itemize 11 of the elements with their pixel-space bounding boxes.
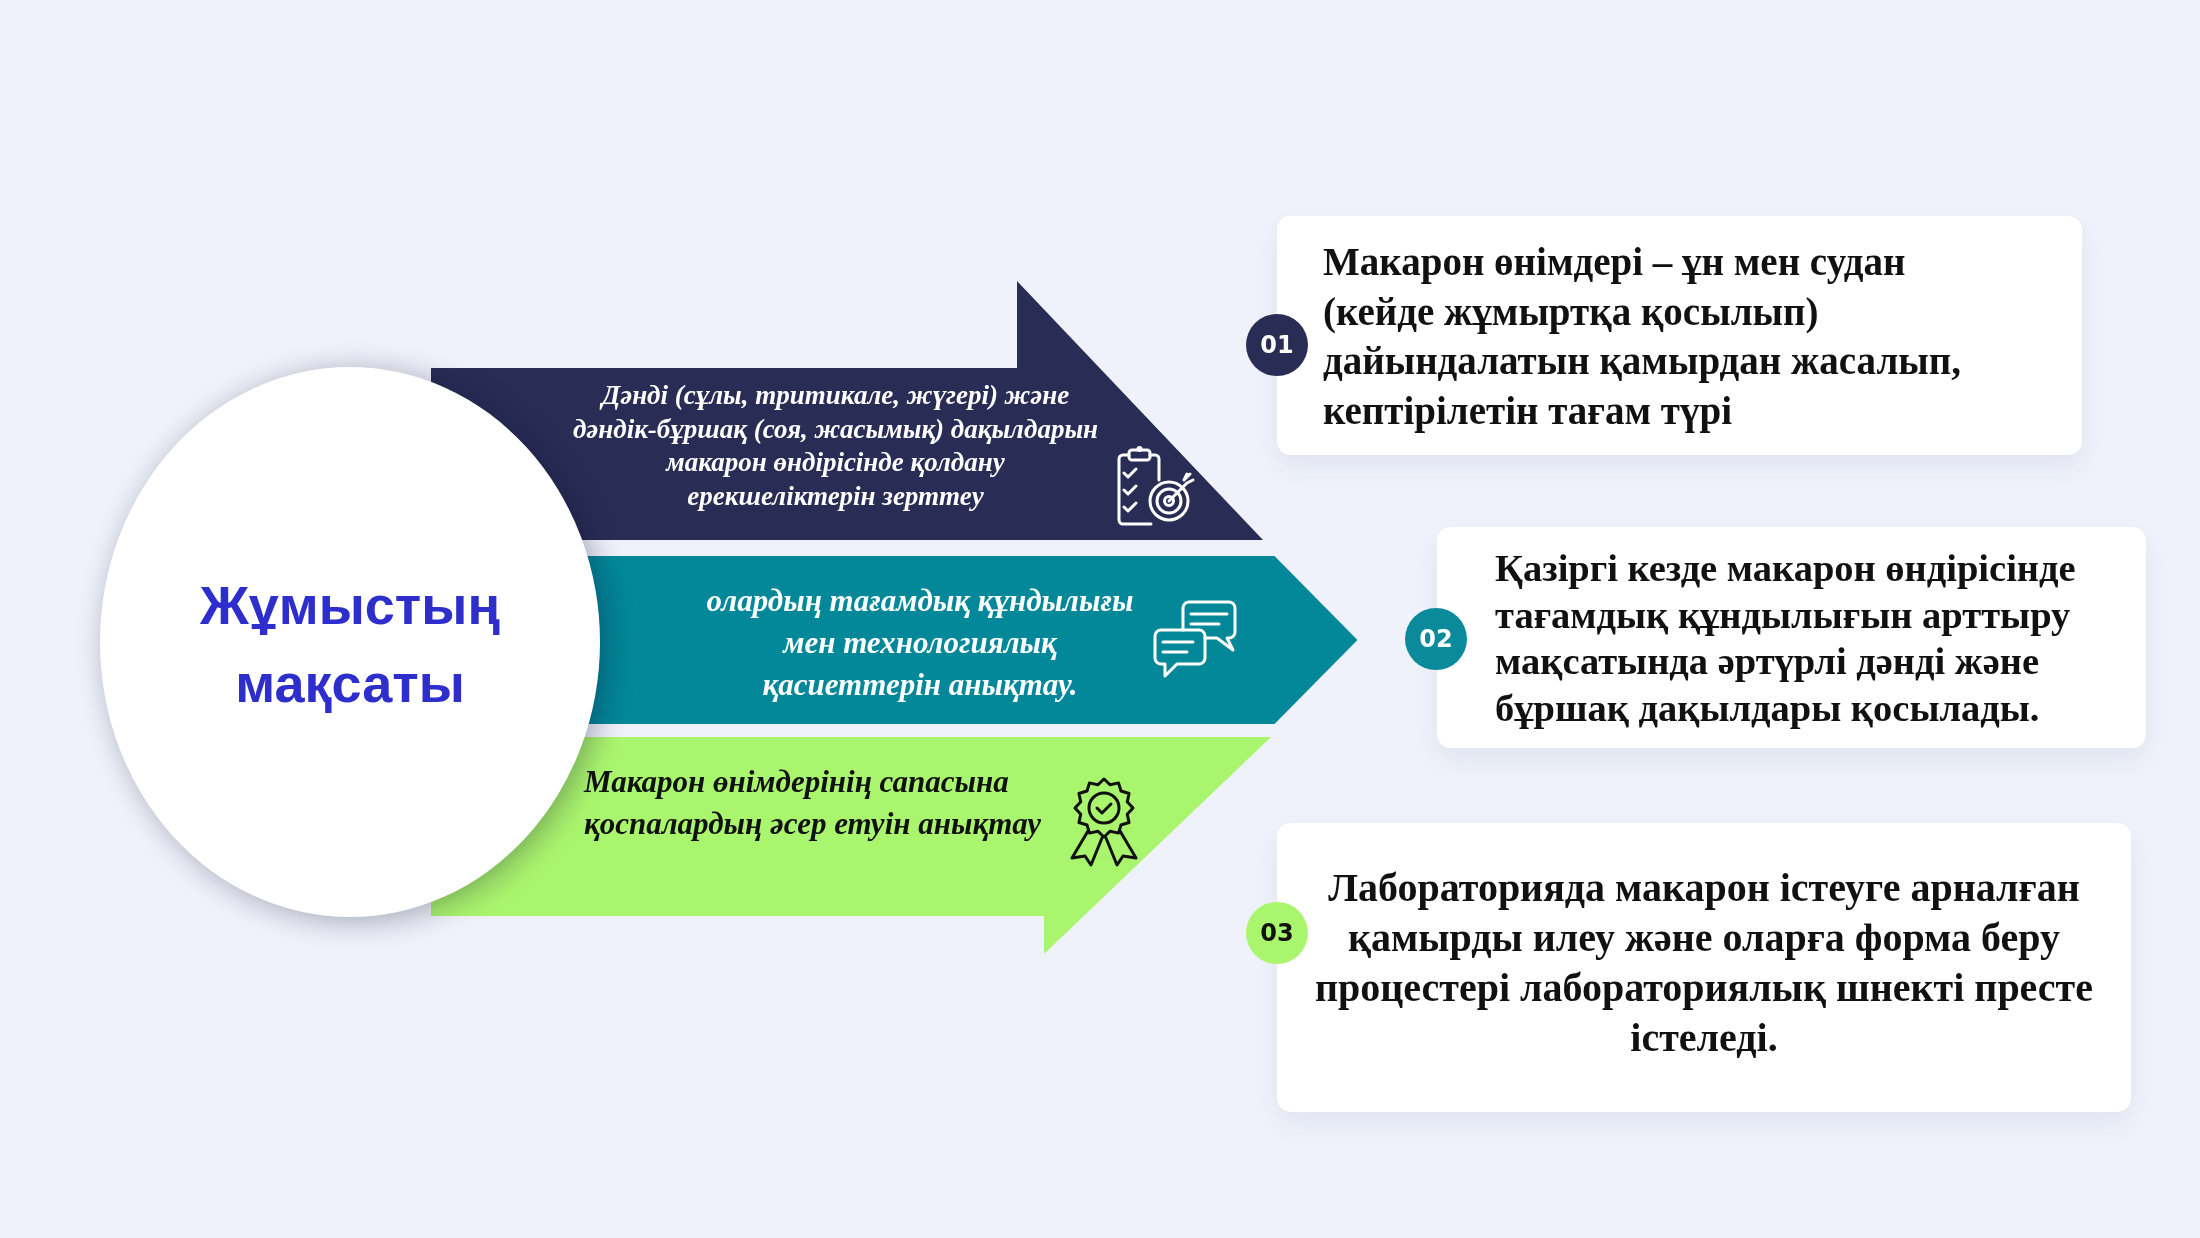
description-text: Макарон өнімдері – ұн мен судан (кейде жұмыртқа қосылып) дайындалатын қамырдан жасалып, кептірілетін тағам түрі	[1323, 239, 1962, 435]
description-text: Лабораторияда макарон істеуге арналған қамырды илеу және оларға форма беру процестері лабораториялық шнекті престе істеледі.	[1313, 864, 2095, 1062]
number-badge: 03	[1246, 902, 1308, 964]
number-badge: 01	[1246, 314, 1308, 376]
arrow-text: олардың тағамдық құндылығы мен технологиялық қасиеттерін анықтау.	[705, 582, 1135, 704]
number-badge: 02	[1405, 608, 1467, 670]
description-text: Қазіргі кезде макарон өндірісінде тағамдық құндылығын арттыру мақсатында әртүрлі дәнді және бұршақ дақылдары қосылады.	[1495, 546, 2077, 732]
heading-text: Жұмыстың мақсаты	[198, 574, 502, 715]
arrow-banner	[431, 281, 1263, 540]
arrow-text: Дәнді (сұлы, тритикале, жүгері) және дәндік-бұршақ (соя, жасымық) дақылдарын макарон өндірісінде қолдану ерекшеліктерін зерттеу	[571, 379, 1100, 514]
arrow-text: Макарон өнімдерінің сапасына қоспалардың әсер етуін анықтау	[584, 763, 1043, 843]
